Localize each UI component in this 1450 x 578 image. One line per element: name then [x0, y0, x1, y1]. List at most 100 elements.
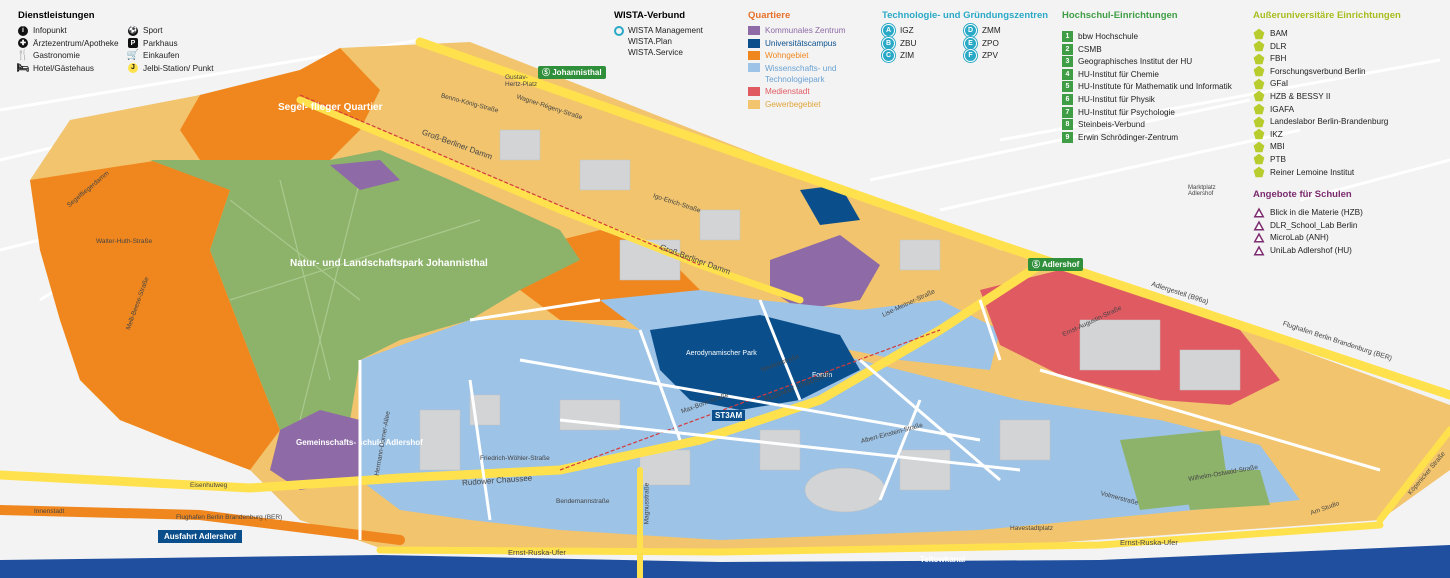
- pentagon-icon: [1253, 128, 1265, 140]
- station-johannisthal[interactable]: Ⓢ Johannisthal: [538, 66, 606, 79]
- zone-wiss-south: [360, 320, 1300, 540]
- buildings: [419, 129, 1241, 513]
- shopping-cart-icon: 🛒: [126, 50, 140, 62]
- swatch-kommunal: [748, 26, 760, 35]
- triangle-icon: [1253, 207, 1265, 218]
- zone-wohn-west: [30, 160, 280, 470]
- pentagon-icon: [1253, 40, 1265, 52]
- pentagon-icon: [1253, 103, 1265, 115]
- gustav-hertz-platz-label: Gustav-Hertz-Platz: [505, 74, 538, 88]
- cutlery-icon: 🍴: [16, 50, 30, 62]
- legend-item-hotel: 🛏Hotel/Gästehaus: [16, 62, 94, 74]
- exit-adlershof-badge: Ausfahrt Adlershof: [158, 530, 243, 543]
- legend-ausseruni-item: Landeslabor Berlin-Brandenburg: [1253, 116, 1443, 127]
- legend-ausseruni-item: MBI: [1253, 141, 1443, 153]
- havestadtplatz-label: Havestadtplatz: [1010, 525, 1053, 532]
- legend-ausseruni-title: Außeruniversitäre Einrichtungen: [1253, 10, 1401, 21]
- legend-item-gastronomie: 🍴Gastronomie: [16, 50, 80, 62]
- canal-water: [0, 545, 1450, 578]
- legend-ausseruni-item: IGAFA: [1253, 103, 1443, 115]
- legend-ausseruni-item: Forschungsverbund Berlin: [1253, 65, 1443, 77]
- street-ernst-ruska-ufer: Ernst-Ruska-Ufer: [508, 548, 566, 557]
- pentagon-icon: [1253, 154, 1265, 165]
- legend-quartier-wohn: Wohngebiet: [748, 50, 870, 61]
- legend-schulen-item: UniLab Adlershof (HU): [1253, 245, 1443, 256]
- legend-quartiere: Quartiere Kommunales Zentrum Universität…: [748, 10, 870, 112]
- street-friedrich-woehler: Friedrich-Wöhler-Straße: [480, 455, 550, 462]
- zone-green-south: [1180, 470, 1270, 510]
- station-adlershof[interactable]: Ⓢ Adlershof: [1028, 258, 1084, 271]
- swatch-wohn: [748, 51, 760, 61]
- pentagon-icon: [1253, 116, 1265, 127]
- legend-ausseruni-item: FBH: [1253, 53, 1443, 64]
- legend-quartier-uni: Universitätscampus: [748, 38, 870, 49]
- zone-uni-campus: [650, 315, 860, 410]
- park-paths: [229, 179, 481, 421]
- pentagon-icon: [1253, 91, 1265, 102]
- street-ernst-ruska-ufer-2: Ernst-Ruska-Ufer: [1120, 538, 1178, 547]
- pentagon-icon: [1253, 141, 1265, 153]
- triangle-icon: [1253, 220, 1265, 231]
- s-bahn-icon: Ⓢ: [1032, 260, 1042, 269]
- street-bendemann: Bendemannstraße: [556, 498, 610, 505]
- street-flughafen-autobahn: Flughafen Berlin Brandenburg (BER): [176, 514, 283, 521]
- legend-ausseruni-item: IKZ: [1253, 128, 1443, 140]
- street-innenstadt: Innenstadt: [34, 508, 65, 515]
- legend-ausseruni-item: PTB: [1253, 154, 1443, 165]
- legend-item-sport: ⚽Sport: [128, 25, 163, 36]
- zone-kommunal-school: [270, 410, 360, 490]
- street-walter-huth: Walter-Huth-Straße: [96, 238, 153, 245]
- triangle-icon: [1253, 245, 1265, 256]
- legend-wista-management: WISTA Management: [628, 26, 703, 35]
- legend-item-einkaufen: 🛒Einkaufen: [126, 50, 180, 62]
- legend-ausseruni-item: DLR: [1253, 40, 1443, 52]
- medical-cross-icon: ✚: [18, 38, 28, 49]
- legend-schulen-item: MicroLab (ANH): [1253, 232, 1443, 243]
- legend-zentren-title: Technologie- und Gründungszentren: [882, 10, 1049, 21]
- st3am-label: ST3AM: [712, 410, 746, 421]
- legend-quartiere-title: Quartiere: [748, 10, 791, 21]
- legend-ausseruni-item: HZB & BESSY II: [1253, 91, 1443, 102]
- secondary-streets: [358, 298, 1381, 540]
- legend-wista-service: WISTA.Service: [628, 48, 683, 57]
- legend-services-title: Dienstleistungen: [18, 10, 95, 21]
- legend-schulen-title: Angebote für Schulen: [1253, 189, 1352, 201]
- forum-label: Forum: [812, 372, 833, 379]
- legend-quartier-medien: Medienstadt: [748, 86, 870, 97]
- legend-hochschule-title: Hochschul-Einrichtungen: [1062, 10, 1178, 21]
- legend-ausseruni-item: BAM: [1253, 28, 1443, 39]
- legend-wista-title: WISTA-Verbund: [614, 10, 686, 21]
- zone-kommunal-north: [330, 160, 400, 190]
- marktplatz-label: Marktplatz Adlershof: [1188, 185, 1216, 197]
- pentagon-icon: [1253, 78, 1265, 90]
- info-icon: i: [18, 25, 28, 36]
- pentagon-icon: [1253, 28, 1265, 39]
- swatch-medien: [748, 87, 760, 97]
- street-eisenhutweg: Eisenhutweg: [190, 482, 228, 489]
- pentagon-icon: [1253, 53, 1265, 64]
- canal-label: Teltowkanal: [920, 555, 966, 564]
- street-magnus: Magnusstraße: [643, 482, 651, 525]
- zone-wohn-north: [180, 48, 380, 175]
- legend-wista-plan: WISTA.Plan: [628, 37, 672, 46]
- aerodynamic-park-label: Aerodynamischer Park: [686, 350, 757, 357]
- swatch-gewerbe: [748, 99, 760, 109]
- triangle-icon: [1253, 232, 1265, 243]
- park-label: Natur- und Landschaftspark Johannisthal: [290, 258, 488, 269]
- legend-schulen-item: DLR_School_Lab Berlin: [1253, 220, 1443, 231]
